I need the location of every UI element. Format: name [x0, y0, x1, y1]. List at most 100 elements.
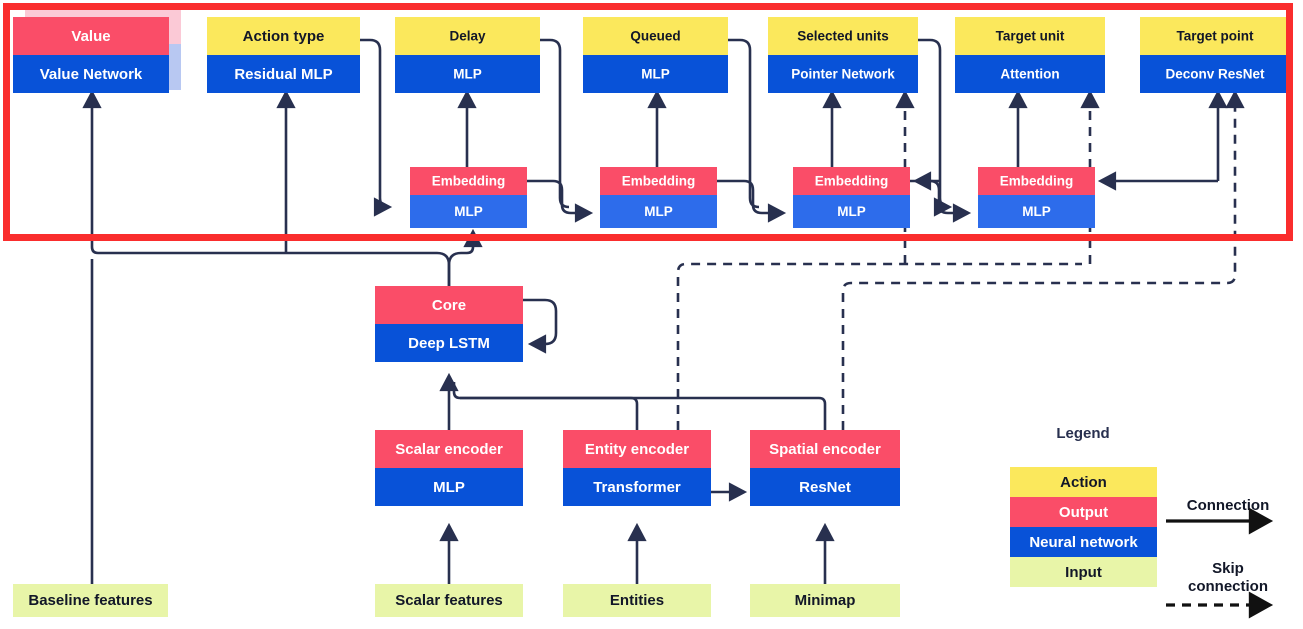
input-scalar_features-label: Scalar features: [395, 592, 503, 609]
legend-title: Legend: [1056, 425, 1109, 442]
wire-emb-queued-to-emb-selected: [717, 179, 787, 223]
head-value-bottom-band: [13, 55, 169, 93]
wire-core-bus-left: [82, 89, 451, 286]
input-scalar_features-rect: [375, 584, 523, 617]
head-selected_units-top-label: Selected units: [797, 29, 889, 44]
head-action_type-bottom-label: Residual MLP: [234, 66, 332, 83]
head-target_unit-bottom-band: [955, 55, 1105, 93]
wire-delay-head-down: [540, 38, 570, 209]
encoder-scalar_encoder-bottom-label: MLP: [433, 479, 465, 496]
input-baseline_features-rect: [13, 584, 168, 617]
embedding-emb_delay-bottom-label: MLP: [454, 204, 483, 219]
input-entities[interactable]: Entities: [563, 584, 711, 617]
wire-queued-head-down: [728, 38, 760, 209]
legend-neural-network-label: Neural network: [1029, 534, 1138, 551]
legend-output-swatch: [1010, 497, 1157, 527]
head-value-top-label: Value: [71, 28, 110, 45]
encoder-entity_encoder-top-band: [563, 430, 711, 468]
input-minimap-label: Minimap: [795, 592, 856, 609]
legend-output-label: Output: [1059, 504, 1108, 521]
embedding-emb_selected_units-top-label: Embedding: [815, 174, 889, 189]
input-baseline_features[interactable]: Baseline features: [13, 584, 168, 617]
encoder-spatial_encoder-top-band: [750, 430, 900, 468]
head-action_type-top-band: [207, 17, 360, 55]
encoder-scalar_encoder-bottom-band: [375, 468, 523, 506]
input-scalar_features[interactable]: Scalar features: [375, 584, 523, 617]
input-entities-label: Entities: [610, 592, 664, 609]
legend-action-label: Action: [1060, 474, 1107, 491]
embedding-emb_selected_units-bottom-band: [793, 195, 910, 228]
head-delay-bottom-band: [395, 55, 540, 93]
encoder-scalar_encoder-top-band: [375, 430, 523, 468]
wire-action-type-to-emb-delay: [360, 38, 393, 217]
wire-spatial-encoder-to-core: [460, 396, 827, 430]
head-delay-bottom-label: MLP: [453, 67, 482, 82]
head-target_point-bottom-band: [1140, 55, 1290, 93]
core-block-top-label: Core: [432, 297, 466, 314]
legend-action-swatch: [1010, 467, 1157, 497]
embedding-emb_target_unit-top-band: [978, 167, 1095, 195]
head-selected_units-top-band: [768, 17, 918, 55]
legend-output[interactable]: Output: [1010, 497, 1157, 527]
head-value-bottom-label: Value Network: [40, 66, 143, 83]
legend-input-swatch: [1010, 557, 1157, 587]
skip-entity-encoder-bus: [676, 262, 1082, 430]
embedding-emb_selected_units-bottom-label: MLP: [837, 204, 866, 219]
encoder-spatial_encoder-top-label: Spatial encoder: [769, 441, 881, 458]
embedding-emb_queued-top-label: Embedding: [622, 174, 696, 189]
encoder-spatial_encoder-bottom-label: ResNet: [799, 479, 851, 496]
input-minimap[interactable]: Minimap: [750, 584, 900, 617]
input-entities-rect: [563, 584, 711, 617]
embedding-emb_selected_units-top-band: [793, 167, 910, 195]
head-queued-bottom-label: MLP: [641, 67, 670, 82]
embedding-emb_queued-bottom-label: MLP: [644, 204, 673, 219]
head-target_unit-top-label: Target unit: [996, 29, 1065, 44]
embedding-emb_target_unit-top-label: Embedding: [1000, 174, 1074, 189]
wire-selected-units-to-emb-target-unit: [918, 38, 953, 217]
legend-skip-label-line2: connection: [1188, 578, 1268, 595]
encoder-spatial_encoder-bottom-band: [750, 468, 900, 506]
embedding-emb_queued-top-band: [600, 167, 717, 195]
legend-neural-network[interactable]: Neural network: [1010, 527, 1157, 557]
input-minimap-rect: [750, 584, 900, 617]
legend-action[interactable]: Action: [1010, 467, 1157, 497]
head-target_unit-top-band: [955, 17, 1105, 55]
legend-skip-label-line1: Skip: [1212, 560, 1244, 577]
wire-emb-delay-to-emb-queued: [527, 179, 594, 223]
encoder-scalar_encoder-top-label: Scalar encoder: [395, 441, 503, 458]
embedding-emb_delay-top-label: Embedding: [432, 174, 506, 189]
core-block-bottom-band: [375, 324, 523, 362]
head-queued-top-band: [583, 17, 728, 55]
input-baseline_features-label: Baseline features: [28, 592, 152, 609]
legend-neural-network-swatch: [1010, 527, 1157, 557]
head-selected_units-bottom-label: Pointer Network: [791, 67, 895, 82]
legend-input[interactable]: Input: [1010, 557, 1157, 587]
embedding-emb_target_unit-bottom-label: MLP: [1022, 204, 1051, 219]
core-block-top-band: [375, 286, 523, 324]
encoder-entity_encoder-bottom-band: [563, 468, 711, 506]
head-target_point-top-label: Target point: [1177, 29, 1254, 44]
legend-connection-label: Connection: [1187, 497, 1270, 514]
head-queued-bottom-band: [583, 55, 728, 93]
head-target_unit-bottom-label: Attention: [1000, 67, 1059, 82]
head-target_point-bottom-label: Deconv ResNet: [1165, 67, 1265, 82]
head-delay-top-band: [395, 17, 540, 55]
legend-input-label: Input: [1065, 564, 1102, 581]
